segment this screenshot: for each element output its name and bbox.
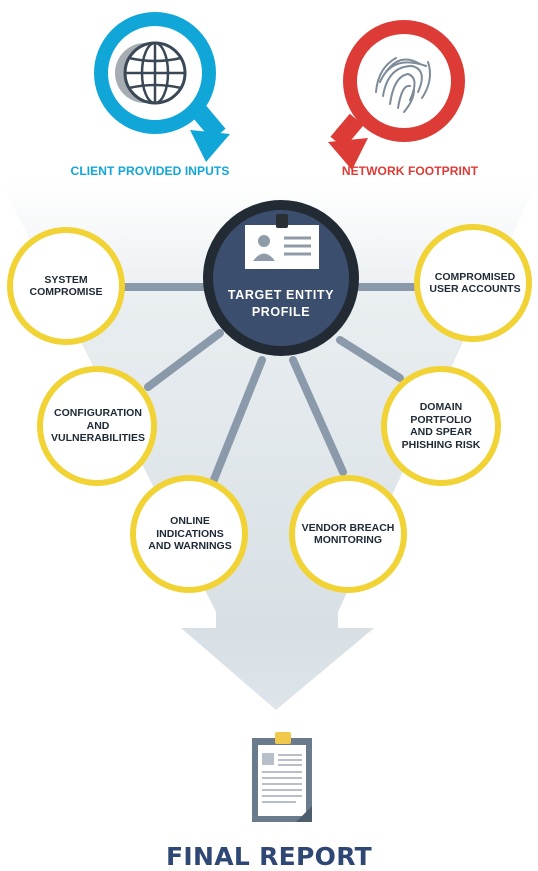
- node-domain-portfolio: [381, 366, 501, 486]
- target-entity-title: TARGET ENTITY PROFILE: [221, 287, 341, 321]
- vendor-breach-text: VENDOR BREACH MONITORING: [301, 521, 395, 547]
- target-entity-line2: PROFILE: [251, 305, 311, 319]
- fingerprint-icon: [375, 57, 431, 113]
- node-label-domain-portfolio: DOMAIN PORTFOLIO AND SPEAR PHISHING RISK: [391, 394, 491, 458]
- compromised-accounts-text: COMPROMISED USER ACCOUNTS: [429, 270, 521, 296]
- node-vendor-breach: [289, 475, 407, 593]
- node-online-indications: [130, 475, 248, 593]
- target-entity-node: [203, 200, 359, 356]
- clipboard-report-icon: [252, 732, 312, 822]
- node-label-online-indications: ONLINE INDICATIONS AND WARNINGS: [138, 508, 242, 560]
- nodes: [7, 224, 532, 593]
- network-input-ring: [328, 20, 465, 170]
- node-label-configuration: CONFIGURATION AND VULNERABILITIES: [42, 398, 154, 454]
- connectors: [116, 283, 434, 486]
- node-label-vendor-breach: VENDOR BREACH MONITORING: [292, 512, 404, 556]
- online-indications-text: ONLINE INDICATIONS AND WARNINGS: [148, 515, 232, 553]
- globe-icon: [115, 41, 187, 105]
- connector-online-indications: [209, 356, 266, 486]
- funnel-arrow: [0, 180, 538, 710]
- id-badge-icon: [245, 214, 319, 269]
- node-compromised-accounts: [414, 224, 532, 342]
- configuration-text: CONFIGURATION AND VULNERABILITIES: [51, 407, 145, 445]
- target-entity-line1: TARGET ENTITY: [227, 288, 335, 302]
- client-input-label: CLIENT PROVIDED INPUTS: [70, 164, 230, 178]
- domain-portfolio-text: DOMAIN PORTFOLIO AND SPEAR PHISHING RISK: [401, 401, 481, 451]
- connector-vendor-breach: [289, 356, 347, 476]
- node-label-system-compromise: SYSTEM COMPROMISE: [16, 262, 116, 310]
- node-system-compromise: [7, 227, 125, 345]
- client-input-ring: [94, 12, 230, 162]
- network-input-label: NETWORK FOOTPRINT: [341, 164, 479, 178]
- node-label-compromised-accounts: COMPROMISED USER ACCOUNTS: [417, 259, 533, 307]
- final-report-title: FINAL REPORT: [166, 842, 372, 871]
- system-compromise-text: SYSTEM COMPROMISE: [29, 273, 103, 299]
- connector-domain-portfolio: [336, 336, 404, 382]
- connector-configuration: [144, 329, 224, 391]
- node-configuration: [37, 366, 157, 486]
